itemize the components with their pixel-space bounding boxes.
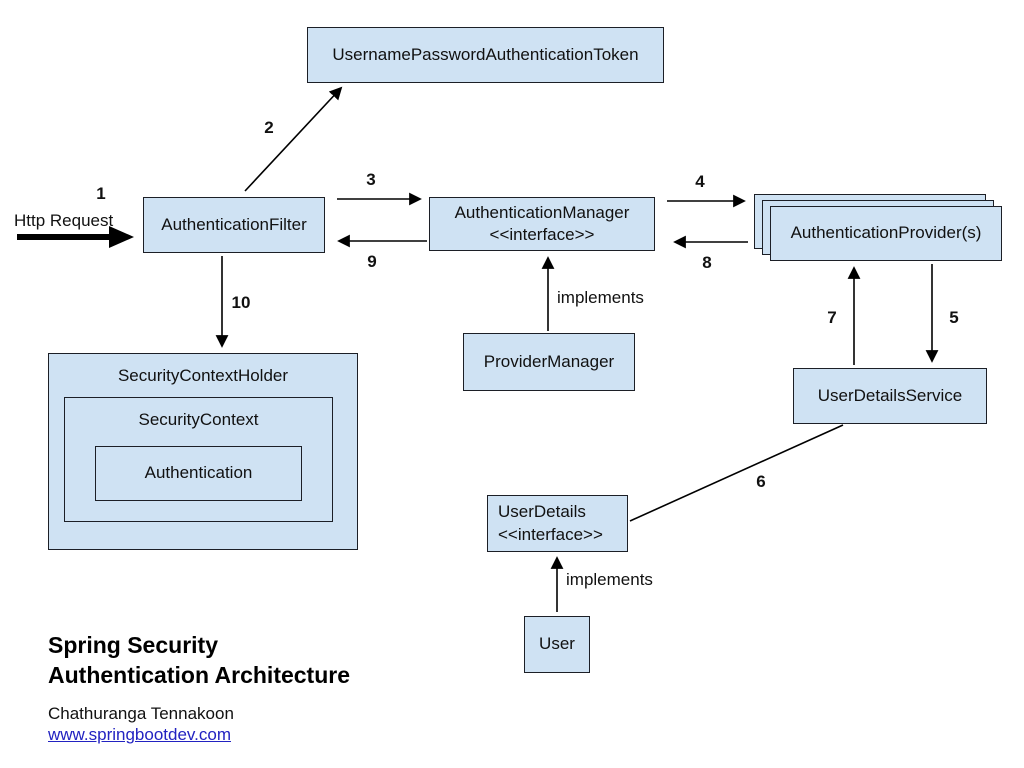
node-label-line2: <<interface>> (498, 524, 603, 544)
edge-label-4: 4 (695, 172, 705, 191)
edge-label-6: 6 (756, 472, 766, 491)
edge-label-1: 1 (96, 184, 106, 203)
website-link[interactable]: www.springbootdev.com (48, 725, 231, 744)
edge-label-3: 3 (366, 170, 376, 189)
edge-label-7: 7 (827, 308, 837, 327)
node-label: ProviderManager (483, 351, 615, 371)
node-authentication-providers: AuthenticationProvider(s) (770, 206, 1002, 261)
node-provider-manager: ProviderManager (463, 333, 635, 391)
edge-label-5: 5 (949, 308, 959, 327)
node-label: SecurityContextHolder (117, 366, 289, 385)
node-label-line1: UserDetails (498, 502, 586, 522)
line-6 (629, 424, 844, 522)
node-label-line1: AuthenticationManager (454, 202, 630, 222)
slide-title-line1: Spring Security (48, 632, 218, 658)
author-name: Chathuranga Tennakoon (48, 704, 234, 723)
edge-label-8: 8 (702, 253, 712, 272)
node-user-details: UserDetails <<interface>> (487, 495, 628, 552)
slide-title: Spring Security Authentication Architect… (48, 630, 350, 690)
edge-label-10: 10 (231, 293, 251, 312)
slide-title-line2: Authentication Architecture (48, 662, 351, 688)
node-label: User (539, 634, 575, 654)
node-authentication-filter: AuthenticationFilter (143, 197, 325, 253)
node-user-details-service: UserDetailsService (793, 368, 987, 424)
node-label-line2: <<interface>> (489, 225, 595, 244)
node-label: AuthenticationFilter (161, 214, 307, 234)
node-label: AuthenticationProvider(s) (790, 223, 982, 243)
node-label: Authentication (144, 463, 253, 483)
http-request-label: Http Request (14, 211, 114, 230)
edge-label-2: 2 (264, 118, 274, 137)
http-request-arrowhead (109, 226, 134, 248)
node-user: User (524, 616, 590, 673)
arrow-2 (244, 86, 343, 192)
node-label: SecurityContext (138, 410, 259, 429)
node-label: UserDetailsService (817, 385, 963, 405)
node-label: UsernamePasswordAuthenticationToken (332, 44, 639, 64)
node-authentication-manager: AuthenticationManager <<interface>> (429, 197, 655, 251)
node-authentication: Authentication (95, 446, 302, 501)
implements-top-label: implements (557, 288, 644, 307)
edge-label-9: 9 (367, 252, 377, 271)
implements-bottom-label: implements (566, 570, 653, 589)
node-username-password-authentication-token: UsernamePasswordAuthenticationToken (307, 27, 664, 83)
